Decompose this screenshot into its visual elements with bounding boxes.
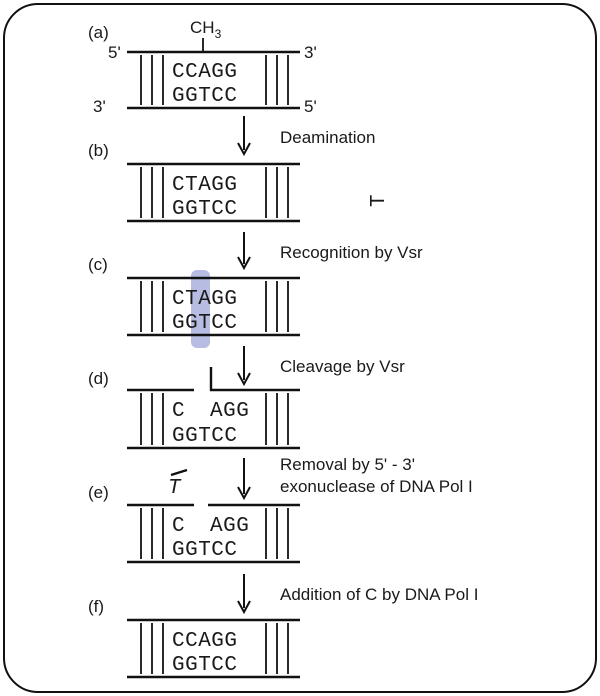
panel-d-label: (d)	[88, 369, 109, 388]
panel-f-label: (f)	[88, 597, 104, 616]
base-ticks-left	[140, 55, 164, 105]
bottom-sequence: GGTCC	[172, 198, 238, 221]
top-sequence-right: AGG	[210, 400, 249, 423]
bottom-sequence: GGTCC	[172, 85, 238, 108]
step-cleavage: Cleavage by Vsr	[280, 357, 405, 376]
top-sequence: CTAGG	[172, 288, 238, 311]
nicked-thymine: T	[368, 194, 391, 207]
top-sequence-right: AGG	[210, 515, 249, 538]
step-removal-line1: Removal by 5' - 3'	[280, 455, 415, 474]
end-bottom-left: 3'	[93, 97, 106, 116]
arrow-head	[237, 486, 251, 501]
arrow-head	[237, 256, 251, 271]
dna-duplex-d: C AGG GGTCC	[127, 388, 300, 450]
nick-strand-flap	[209, 367, 300, 392]
bottom-sequence: GGTCC	[172, 425, 238, 448]
excised-nucleotide-bar	[170, 468, 188, 477]
dna-duplex-a: CCAGG GGTCC	[127, 50, 300, 110]
step-removal-line2: exonuclease of DNA Pol I	[280, 477, 473, 496]
base-ticks-right	[265, 55, 289, 105]
dna-duplex-f: CCAGG GGTCC	[127, 618, 300, 679]
excised-thymine: T	[168, 477, 182, 500]
bottom-sequence: GGTCC	[172, 654, 238, 677]
end-top-right: 3'	[304, 43, 317, 62]
arrow-head	[237, 142, 251, 157]
step-addition: Addition of C by DNA Pol I	[280, 585, 478, 604]
diagram-frame	[3, 3, 597, 693]
end-top-left: 5'	[108, 43, 121, 62]
panel-e-label: (e)	[88, 483, 109, 502]
step-deamination: Deamination	[280, 128, 375, 147]
methyl-group-label: CH3	[190, 18, 222, 41]
panel-a-label: (a)	[88, 23, 109, 42]
step-recognition: Recognition by Vsr	[280, 243, 423, 262]
end-bottom-right: 5'	[304, 97, 317, 116]
top-sequence: CTAGG	[172, 174, 238, 197]
arrow-head	[237, 372, 251, 387]
dna-duplex-c: CTAGG GGTCC	[127, 276, 300, 337]
top-sequence-left: C	[172, 515, 185, 538]
bottom-sequence: GGTCC	[172, 539, 238, 562]
dna-duplex-e: C AGG GGTCC	[127, 503, 300, 564]
arrow-head	[237, 600, 251, 615]
top-sequence-left: C	[172, 400, 185, 423]
top-sequence: CCAGG	[172, 61, 238, 84]
panel-b-label: (b)	[88, 141, 109, 160]
top-sequence: CCAGG	[172, 630, 238, 653]
bottom-sequence: GGTCC	[172, 312, 238, 335]
dna-duplex-b: CTAGG GGTCC	[127, 162, 300, 223]
vsr-recognition-highlight	[191, 270, 210, 348]
panel-c-label: (c)	[88, 255, 108, 274]
